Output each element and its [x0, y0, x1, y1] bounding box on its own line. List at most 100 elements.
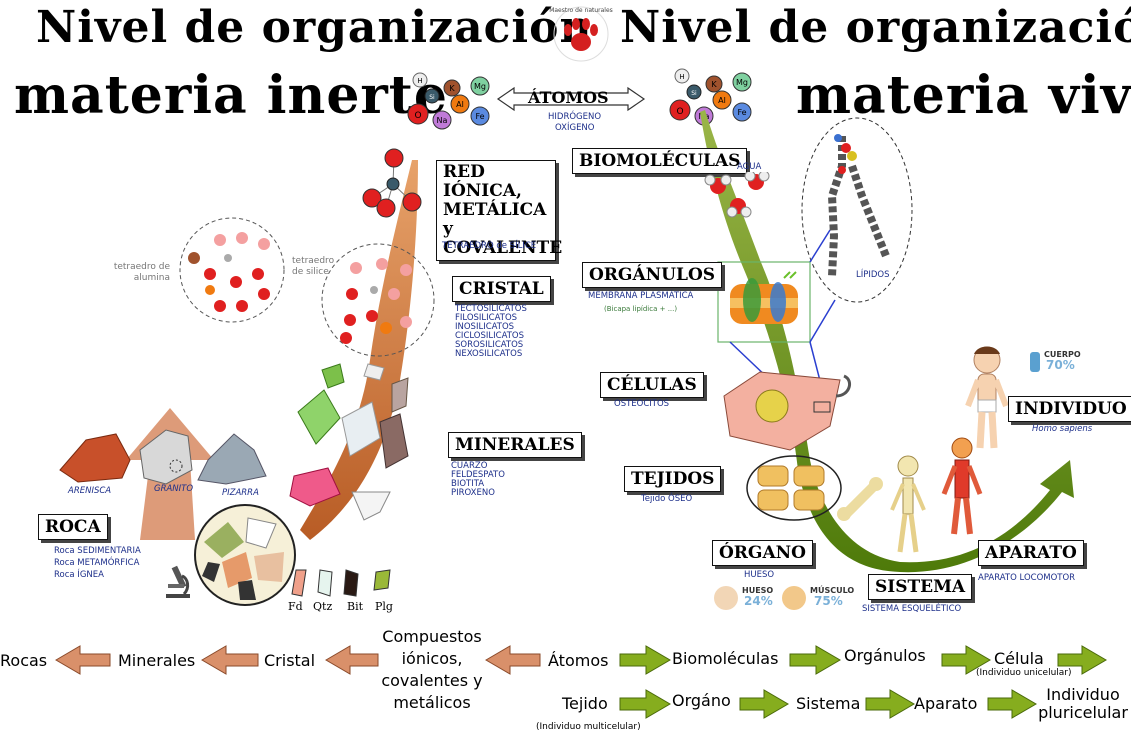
- flow-biomoleculas: Biomoléculas: [672, 649, 779, 668]
- flow-celula-note: (Individuo unicelular): [976, 668, 1072, 678]
- flow-compuestos: Compuestos iónicos, covalentes y metálic…: [381, 627, 483, 712]
- cristal-item-5: NEXOSILICATOS: [455, 349, 523, 359]
- flow-organulos: Orgánulos: [844, 646, 926, 665]
- roca-item-2: Roca ÍGNEA: [54, 570, 104, 580]
- celulas-label: CÉLULAS: [607, 375, 697, 395]
- flow-tejido-note: (Individuo multicelular): [536, 722, 641, 732]
- biomoleculas-box: BIOMOLÉCULAS: [572, 148, 748, 174]
- organo-box: ÓRGANO: [712, 540, 813, 566]
- tejidos-sub: Tejido ÓSEO: [641, 494, 693, 504]
- celulas-box: CÉLULAS: [600, 372, 704, 398]
- roca-item-0: Roca SEDIMENTARIA: [54, 546, 141, 556]
- title-inert-line2: materia inerte: [14, 65, 448, 126]
- rock-caption-arenisca: ARENISCA: [68, 486, 112, 496]
- atom-h: H: [417, 77, 422, 85]
- atom-o-2: O: [676, 107, 683, 117]
- muscle-figure: [941, 437, 983, 535]
- rock-caption-granito: GRANITO: [154, 484, 194, 494]
- flow-tejido: Tejido: [562, 694, 608, 713]
- mineral-tag-qtz: Qtz: [313, 600, 333, 613]
- cuerpo-stat-pct: 70%: [1046, 358, 1075, 372]
- cristal-item-1: FILOSILICATOS: [455, 313, 518, 323]
- atom-na: Na: [437, 116, 448, 125]
- red-ionica-label: RED IÓNICA, METÁLICA y COVALENTE: [443, 162, 563, 258]
- title-living-line2: materia viva: [796, 65, 1131, 126]
- organulos-label: ORGÁNULOS: [589, 265, 716, 285]
- organulos-sub2: (Bicapa lipídica + ...): [604, 305, 678, 313]
- mineral-tag-plg: Plg: [375, 600, 393, 613]
- tetraedro-alumina-cluster: [188, 232, 270, 312]
- cristal-item-2: INOSILICATOS: [455, 322, 515, 332]
- mineral-item-0: CUARZO: [451, 461, 488, 471]
- celulas-sub: OSTEOCITOS: [614, 399, 670, 409]
- tissue-image: [746, 455, 842, 521]
- flow-rocas: Rocas: [0, 651, 48, 670]
- atom-k-2: K: [711, 80, 717, 89]
- cristal-box: CRISTAL: [452, 276, 551, 302]
- biomoleculas-sub: AGUA: [737, 162, 762, 172]
- atoms-label: ÁTOMOS: [528, 88, 609, 107]
- sistema-sub: SISTEMA ESQUELÉTICO: [862, 604, 962, 614]
- tejidos-label: TEJIDOS: [631, 469, 715, 489]
- hueso-stat-icon: [714, 586, 738, 610]
- lipid-molecule: [827, 134, 890, 277]
- individuo-sub: Homo sapiens: [1032, 424, 1093, 434]
- title-inert-line1: Nivel de organización: [36, 2, 593, 53]
- tetra-alumina-label: tetraedro de alumina: [113, 262, 170, 283]
- cuerpo-stat-icon: [1030, 352, 1040, 372]
- organulos-box: ORGÁNULOS: [582, 262, 723, 288]
- cristal-label: CRISTAL: [459, 279, 544, 299]
- rock-caption-pizarra: PIZARRA: [222, 488, 259, 498]
- atom-mg: Mg: [474, 82, 486, 91]
- granite-thin-section: [194, 504, 296, 606]
- red-ionica-sub: TETRAEDRO de SÍLICE: [442, 241, 537, 251]
- organo-label: ÓRGANO: [719, 543, 806, 563]
- minerales-label: MINERALES: [455, 435, 575, 455]
- roca-item-1: Roca METAMÓRFICA: [54, 558, 140, 568]
- cristal-item-0: TECTOSILICATOS: [455, 304, 527, 314]
- individuo-box: INDIVIDUO: [1008, 396, 1131, 422]
- cell-image: [723, 371, 852, 451]
- mineral-item-2: BIOTITA: [451, 479, 485, 489]
- tejidos-box: TEJIDOS: [624, 466, 722, 492]
- atom-fe-2: Fe: [737, 108, 746, 117]
- atom-mg-2: Mg: [736, 78, 748, 87]
- cristal-item-3: CICLOSILICATOS: [455, 331, 525, 341]
- sistema-label: SISTEMA: [875, 577, 966, 597]
- atom-al: Al: [456, 100, 464, 109]
- atom-al-2: Al: [718, 96, 726, 105]
- mineral-tag-bit: Bit: [347, 600, 364, 613]
- flow-minerales: Minerales: [118, 651, 196, 670]
- atom-o: O: [414, 111, 421, 121]
- musculo-stat-label: MÚSCULO: [810, 586, 855, 595]
- flow-arrows: [55, 645, 1107, 719]
- skeleton-figure: [890, 455, 926, 553]
- cristal-item-4: SOROSILICATOS: [455, 340, 524, 350]
- red-ionica-box: RED IÓNICA, METÁLICA y COVALENTE: [436, 160, 562, 261]
- flow-sistema: Sistema: [796, 694, 861, 713]
- organo-sub: HUESO: [744, 570, 775, 580]
- roca-box: ROCA: [38, 514, 108, 540]
- atoms-cluster-left: H Si K Mg O Na Al Fe: [407, 72, 490, 130]
- mineral-item-3: PIROXENO: [451, 488, 495, 498]
- microscope-icon: [166, 565, 190, 598]
- title-living-line1: Nivel de organización: [620, 2, 1131, 53]
- tetra-silice-label: tetraedro de silice: [292, 256, 335, 277]
- aparato-label: APARATO: [985, 543, 1077, 563]
- cuerpo-stat-label: CUERPO: [1044, 350, 1081, 359]
- silica-tetrahedron: [362, 148, 422, 218]
- individuo-label: INDIVIDUO: [1015, 399, 1127, 419]
- flow-atomos: Átomos: [548, 651, 609, 670]
- mineral-tag-fd: Fd: [288, 600, 303, 613]
- atom-k: K: [449, 84, 455, 93]
- atom-si: Si: [429, 94, 435, 101]
- musculo-stat-pct: 75%: [814, 594, 843, 608]
- human-figure: [965, 346, 1009, 449]
- sistema-box: SISTEMA: [868, 574, 973, 600]
- atom-si-2: Si: [691, 90, 697, 97]
- atom-h-2: H: [679, 73, 684, 81]
- hueso-stat-label: HUESO: [742, 586, 774, 595]
- logo-text: Maestro de naturales: [549, 7, 613, 14]
- mineral-swatches: [291, 569, 391, 597]
- atom-fe: Fe: [475, 112, 484, 121]
